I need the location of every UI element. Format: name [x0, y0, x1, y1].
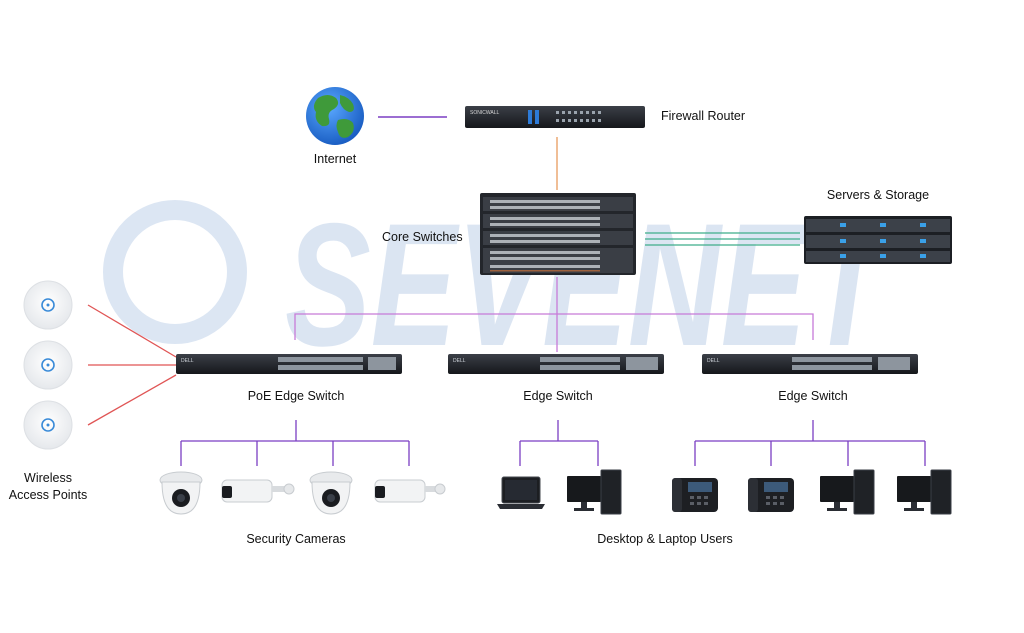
edge-switch-middle-icon: DELL	[448, 354, 664, 374]
globe-icon	[306, 87, 364, 145]
middle-user-links	[519, 420, 599, 466]
firewall-brand: SONICWALL	[470, 110, 499, 116]
firewall-router-label: Firewall Router	[661, 109, 746, 123]
access-point-icon	[23, 400, 73, 450]
poe-switch-brand: DELL	[181, 358, 194, 364]
desktop-computer-icon	[820, 469, 875, 515]
internet-label: Internet	[313, 152, 357, 166]
wireless-label-line2: Access Points	[8, 488, 88, 502]
core-edge-links	[294, 277, 814, 352]
wap-links	[87, 304, 177, 426]
core-servers-links	[645, 232, 800, 246]
poe-edge-switch-icon: DELL	[176, 354, 402, 374]
servers-storage-label: Servers & Storage	[826, 188, 930, 202]
core-switch-stack-icon	[480, 193, 636, 275]
desktop-computer-icon	[897, 469, 952, 515]
desktop-laptop-users-label: Desktop & Laptop Users	[597, 532, 733, 546]
laptop-icon	[497, 476, 545, 509]
dome-camera-icon	[309, 471, 353, 515]
access-point-icon	[23, 340, 73, 390]
wireless-label-line1: Wireless	[24, 471, 72, 485]
ip-phone-icon	[748, 478, 794, 512]
edge-switch-right-icon: DELL	[702, 354, 918, 374]
bullet-camera-icon	[374, 479, 446, 503]
core-switches-label: Core Switches	[382, 230, 463, 244]
right-user-links	[694, 420, 926, 466]
access-point-icon	[23, 280, 73, 330]
dome-camera-icon	[159, 471, 203, 515]
desktop-computer-icon	[567, 469, 622, 515]
ip-phone-icon	[672, 478, 718, 512]
servers-storage-icon	[804, 216, 952, 264]
middle-switch-brand: DELL	[453, 358, 466, 364]
edge-switch-middle-label: Edge Switch	[523, 389, 593, 403]
bullet-camera-icon	[221, 479, 295, 503]
security-cameras-label: Security Cameras	[246, 532, 346, 546]
wireless-access-points-label: Wireless Access Points	[9, 470, 88, 504]
camera-links	[180, 420, 410, 466]
poe-edge-switch-label: PoE Edge Switch	[247, 389, 345, 403]
right-switch-brand: DELL	[707, 358, 720, 364]
edge-switch-right-label: Edge Switch	[778, 389, 848, 403]
firewall-device-icon: SONICWALL	[465, 106, 645, 128]
